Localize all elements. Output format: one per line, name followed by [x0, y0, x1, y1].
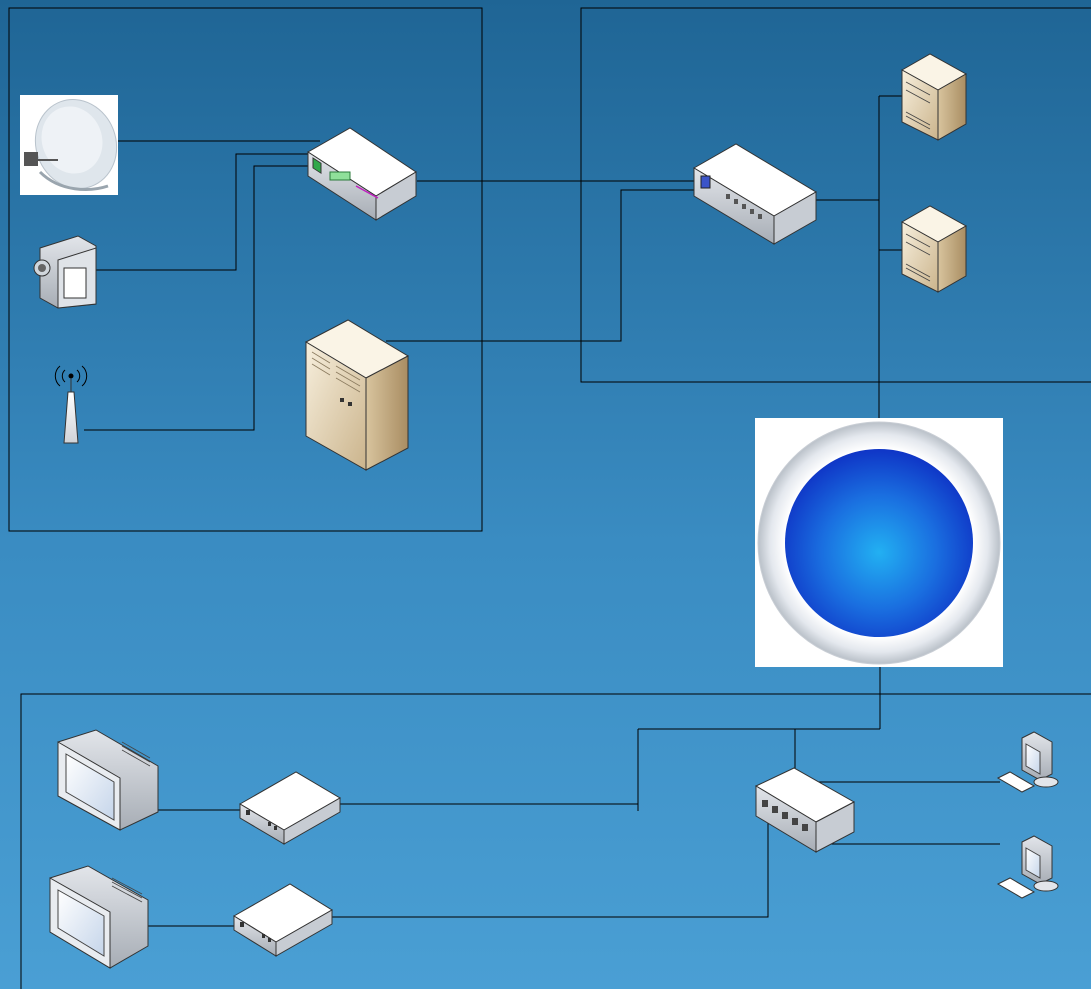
pc-icon	[996, 731, 1059, 793]
subscriber-group-frame	[20, 693, 1091, 989]
video-camera-icon	[33, 235, 97, 309]
crt-monitor-icon	[49, 865, 149, 969]
hub-icon	[754, 767, 856, 853]
edge-hub-stb2	[332, 820, 769, 918]
server-icon	[900, 53, 968, 141]
wireless-antenna-icon	[54, 365, 88, 444]
switch-icon	[693, 143, 817, 245]
server-tower-icon	[304, 319, 410, 471]
set-top-box-icon	[239, 771, 341, 845]
edge-mediaserver-switch	[386, 189, 694, 342]
network-sphere-icon	[755, 418, 1003, 667]
set-top-box-icon	[233, 883, 333, 957]
pc-icon	[996, 835, 1059, 899]
edge-camera-receiver	[96, 153, 312, 271]
crt-monitor-icon	[57, 729, 159, 831]
receiver-icon	[307, 127, 417, 221]
headend-group-frame	[8, 7, 483, 532]
edge-antenna-receiver	[84, 165, 312, 431]
connection-lines	[84, 95, 1000, 927]
server-icon	[900, 205, 968, 293]
core-group-frame	[580, 7, 1091, 383]
satellite-dish-icon	[20, 95, 118, 195]
